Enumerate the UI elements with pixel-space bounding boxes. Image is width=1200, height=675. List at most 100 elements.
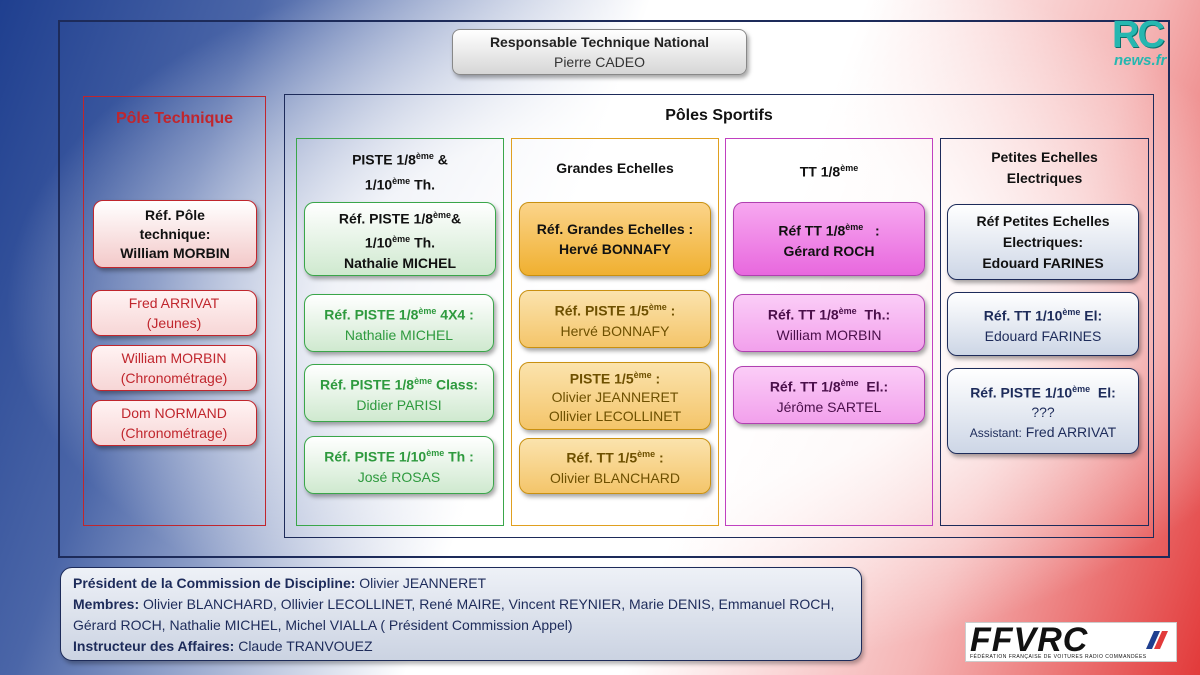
box-text: : [666, 302, 676, 319]
box-text: Réf. PISTE 1/8 [324, 306, 419, 323]
box-sup: ème [845, 222, 864, 233]
ffvrc-logo-text: FFVRC [970, 621, 1089, 659]
tech-member-box: Dom NORMAND (Chronométrage) [91, 400, 257, 446]
box-text: Réf. TT 1/8 [769, 378, 841, 395]
box-text: El: [1090, 384, 1116, 401]
piste-header: PISTE 1/8ème & 1/10ème Th. [296, 146, 504, 195]
discipline-box: Président de la Commission de Discipline… [60, 567, 862, 661]
president-value: Olivier JEANNERET [355, 575, 487, 591]
hdr-text: Th. [410, 176, 436, 193]
box-text: Th.: [856, 306, 891, 323]
ref-piste-sub-box: Réf. PISTE 1/8ème 4X4 : Nathalie MICHEL [304, 294, 494, 352]
member-name: Fred ARRIVAT [128, 295, 220, 311]
box-sup: ème [1062, 307, 1081, 318]
grandes-echelles-column [511, 138, 719, 526]
ref-tt-main-box: Réf TT 1/8ème : Gérard ROCH [733, 202, 925, 276]
ref-pole-line2: technique: [139, 225, 211, 242]
hdr-sup: ème [392, 175, 411, 186]
box-text: Réf. TT 1/8 [767, 306, 839, 323]
box-name: Jérôme SARTEL [776, 398, 882, 415]
box-sup: ème [426, 448, 445, 459]
member-name: Dom NORMAND [121, 405, 227, 421]
ref-petites-sub-box: Réf. PISTE 1/10ème El: ??? Assistant: Fr… [947, 368, 1139, 454]
instructor-label: Instructeur des Affaires: [73, 638, 235, 654]
box-name: ??? [1031, 404, 1055, 421]
ffvrc-logo: FFVRC FÉDÉRATION FRANÇAISE DE VOITURES R… [965, 621, 1177, 662]
tt-header: TT 1/8ème [725, 158, 933, 183]
box-name: Edouard FARINES [984, 327, 1102, 344]
box-text: : [655, 449, 664, 466]
box-name: Hervé BONNAFY [558, 241, 672, 257]
poles-sportifs-title: Pôles Sportifs [665, 107, 773, 124]
petites-header: Petites Echelles Electriques [940, 147, 1149, 189]
ffvrc-logo-subtext: FÉDÉRATION FRANÇAISE DE VOITURES RADIO C… [970, 654, 1147, 660]
rtn-box: Responsable Technique National Pierre CA… [452, 29, 747, 75]
ref-pole-name: William MORBIN [120, 244, 230, 261]
ref-petites-sub-box: Réf. TT 1/10ème El: Edouard FARINES [947, 292, 1139, 356]
grandes-header: Grandes Echelles [556, 160, 674, 176]
instructor-value: Claude TRANVOUEZ [234, 638, 373, 654]
box-name: Ollivier LECOLLINET [548, 408, 682, 425]
hdr-text: Electriques [1006, 170, 1083, 186]
member-role: (Jeunes) [146, 315, 202, 331]
member-role: (Chronométrage) [120, 425, 228, 441]
ref-tt-sub-box: Réf. TT 1/8ème Th.: William MORBIN [733, 294, 925, 352]
hdr-text: TT 1/8 [799, 163, 841, 180]
box-text: Th : [444, 448, 474, 465]
ref-pole-line1: Réf. Pôle [145, 206, 205, 223]
box-name: Hervé BONNAFY [560, 322, 670, 339]
rtn-name: Pierre CADEO [553, 54, 646, 70]
hdr-sup: ème [840, 163, 859, 173]
box-text: El.: [858, 378, 889, 395]
piste-column [296, 138, 504, 526]
box-sup: ème [648, 302, 667, 313]
box-text: Electriques: [1002, 233, 1084, 250]
box-text: Réf. PISTE 1/5 [554, 302, 649, 319]
box-sup: ème [418, 306, 437, 317]
member-role: (Chronométrage) [120, 370, 228, 386]
ffvrc-flag-icon [1146, 631, 1168, 649]
ref-petites-main-box: Réf Petites Echelles Electriques: Edouar… [947, 204, 1139, 280]
box-text: Réf. PISTE 1/10 [324, 448, 427, 465]
poles-sportifs-frame [284, 94, 1154, 538]
hdr-text: 1/10 [364, 176, 393, 193]
box-text: Réf. PISTE 1/8 [319, 376, 415, 393]
rcnews-logo: RC news.fr [1112, 14, 1188, 70]
box-text: : [651, 370, 661, 387]
box-text: 1/10 [364, 234, 393, 251]
box-text: Réf. PISTE 1/8 [338, 211, 433, 227]
box-name: Olivier BLANCHARD [550, 469, 680, 486]
box-sup: ème [637, 449, 656, 460]
box-name: William MORBIN [776, 326, 882, 343]
box-sup: ème [633, 369, 652, 380]
assistant-label: Assistant: [969, 426, 1022, 441]
box-text: El: [1080, 307, 1103, 324]
box-text: Réf. TT 1/10 [983, 307, 1063, 324]
box-name: Olivier JEANNERET [551, 389, 679, 406]
members-value: Olivier BLANCHARD, Ollivier LECOLLINET, … [73, 596, 835, 633]
box-text: Réf TT 1/8 [778, 222, 846, 239]
pole-technique-frame [83, 96, 266, 526]
president-label: Président de la Commission de Discipline… [73, 575, 356, 591]
rc-logo-subtext: news.fr [1114, 52, 1167, 69]
petites-echelles-column [940, 138, 1149, 526]
box-text: Th. [410, 234, 436, 251]
ref-grandes-main-box: Réf. Grandes Echelles : Hervé BONNAFY [519, 202, 711, 276]
box-text: & [451, 211, 462, 227]
member-name: William MORBIN [121, 350, 227, 366]
tech-member-box: Fred ARRIVAT (Jeunes) [91, 290, 257, 336]
ref-grandes-sub-box: Réf. TT 1/5ème : Olivier BLANCHARD [519, 438, 711, 494]
ref-piste-sub-box: Réf. PISTE 1/10ème Th : José ROSAS [304, 436, 494, 494]
box-text: PISTE 1/5 [569, 370, 634, 387]
tech-member-box: William MORBIN (Chronométrage) [91, 345, 257, 391]
box-name: Gérard ROCH [783, 242, 875, 259]
box-text: Class: [432, 376, 479, 393]
hdr-text: & [433, 151, 448, 168]
box-sup: ème [840, 378, 859, 389]
box-name: Nathalie MICHEL [343, 254, 456, 271]
ref-grandes-sub-box: Réf. PISTE 1/5ème : Hervé BONNAFY [519, 290, 711, 348]
box-text: Réf. PISTE 1/10 [970, 384, 1073, 401]
box-text: 4X4 : [436, 306, 474, 323]
box-text: Réf Petites Echelles [976, 212, 1110, 229]
ref-grandes-sub-box: PISTE 1/5ème : Olivier JEANNERET Ollivie… [519, 362, 711, 430]
